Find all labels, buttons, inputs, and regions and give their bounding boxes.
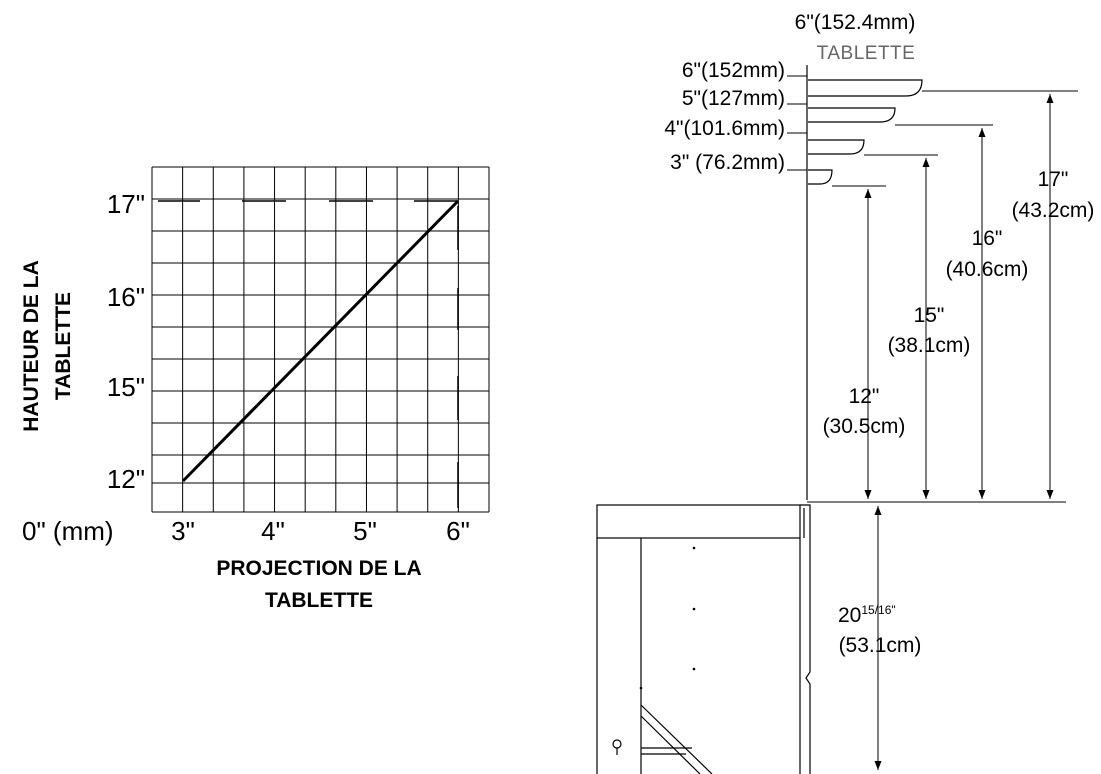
x-tick-4: 4" [261,516,285,546]
shelf-profile-6in [808,79,923,97]
height-16-metric: (40.6cm) [946,258,1029,281]
height-17-metric: (43.2cm) [1012,199,1095,222]
top-dimension-label: 6"(152.4mm) [795,11,916,34]
cabinet-top [596,504,801,539]
x-tick-5: 5" [353,516,377,546]
arrowhead [864,490,872,499]
cabinet-side-panel [800,504,811,774]
shelf-profile-3in [808,169,833,185]
cabinet-height-whole: 20 [838,604,861,627]
cabinet-height-fraction: 15/16" [861,603,895,617]
shelf-label-5in: 5"(127mm) [682,87,785,110]
cabinet-drawer-slope [640,704,713,774]
shelf-profile-4in [808,139,865,155]
height-16-value: 16" [972,227,1003,250]
chart-guide-dashes [158,200,459,508]
y-axis-label-line2: TABLETTE [52,292,75,400]
chart-series-line [181,199,460,483]
shelf-height-chart: 17" 16" 15" 12" 0" (mm) 3" 4" 5" 6" PROJ… [20,166,490,612]
y-tick-12: 12" [107,464,145,494]
y-tick-15: 15" [107,372,145,402]
arrowhead [922,490,930,499]
height-15-metric: (38.1cm) [888,334,971,357]
arrowhead [1046,490,1054,499]
x-axis-label-line2: TABLETTE [265,589,373,612]
arrowhead [1046,94,1054,103]
shelf-label-6in: 6"(152mm) [682,59,785,82]
cabinet-drawer-slope-inner [640,715,701,774]
x-axis-label-line1: PROJECTION DE LA [216,557,421,580]
shelf-label-3in: 3" (76.2mm) [670,151,785,174]
height-15-value: 15" [914,304,945,327]
arrowhead [978,490,986,499]
x-tick-3: 3" [171,516,195,546]
shelf-label-4in: 4"(101.6mm) [664,117,785,140]
shelf-profile-5in [808,107,896,123]
arrowhead [922,158,930,167]
shelf-side-view: 6"(152.4mm) TABLETTE 6"(152mm) 5"(127mm)… [596,11,1095,774]
cabinet-knob [612,739,622,749]
arrowhead [874,761,882,770]
height-17-value: 17" [1038,168,1069,191]
y-axis-label-line1: HAUTEUR DE LA [20,260,43,432]
y-tick-17: 17" [107,189,145,219]
y-tick-16: 16" [107,282,145,312]
cabinet-height-metric: (53.1cm) [839,634,922,657]
cabinet [596,504,811,774]
arrowhead [864,189,872,198]
top-tablette-label: TABLETTE [817,43,916,64]
x-tick-6: 6" [446,516,470,546]
height-12-value: 12" [849,385,880,408]
height-12-metric: (30.5cm) [823,415,906,438]
cabinet-dots [639,546,696,690]
arrowhead [874,506,882,515]
origin-label: 0" (mm) [22,516,114,546]
arrowhead [978,128,986,137]
dimension-arrowheads [864,94,1054,770]
cabinet-height-value: 2015/16" [838,603,896,627]
